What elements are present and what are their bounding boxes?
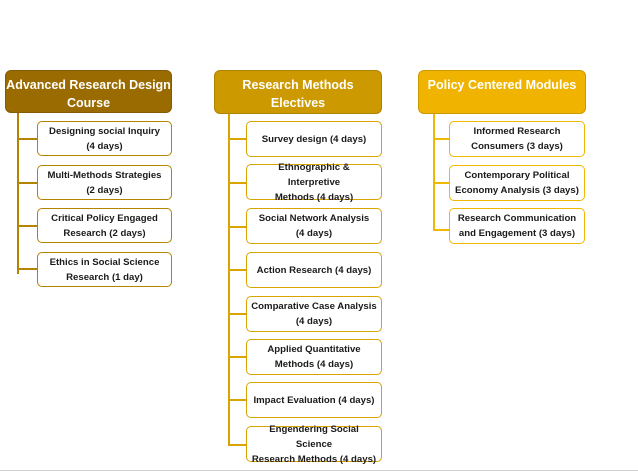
module-node: Informed Research Consumers (3 days) <box>449 121 585 157</box>
connector-branch <box>228 444 246 446</box>
module-node: Ethnographic & Interpretive Methods (4 d… <box>246 162 382 203</box>
connector-branch <box>228 399 246 401</box>
bottom-divider <box>0 470 638 471</box>
module-node: Engendering Social Science Research Meth… <box>246 424 382 465</box>
module-node: Action Research (4 days) <box>246 252 382 288</box>
module-node: Designing social Inquiry (4 days) <box>37 121 172 156</box>
module-node: Impact Evaluation (4 days) <box>246 382 382 418</box>
connector-branch <box>228 182 246 184</box>
connector-branch <box>17 225 37 227</box>
connector-branch <box>17 268 37 270</box>
module-node: Critical Policy Engaged Research (2 days… <box>37 208 172 243</box>
connector-branch <box>228 269 246 271</box>
connector-branch <box>228 313 246 315</box>
connector-vertical <box>228 114 230 446</box>
connector-vertical <box>433 114 435 231</box>
connector-vertical <box>17 113 19 274</box>
connector-branch <box>17 182 37 184</box>
header-policy-centered-modules: Policy Centered Modules <box>418 70 586 114</box>
header-advanced-research-design: Advanced Research Design Course <box>5 70 172 113</box>
connector-branch <box>228 356 246 358</box>
connector-branch <box>228 138 246 140</box>
header-research-methods-electives: Research Methods Electives <box>214 70 382 114</box>
connector-branch <box>228 226 246 228</box>
connector-branch <box>433 182 449 184</box>
connector-branch <box>17 138 37 140</box>
module-node: Survey design (4 days) <box>246 121 382 157</box>
module-node: Research Communication and Engagement (3… <box>449 208 585 244</box>
connector-branch <box>433 138 449 140</box>
module-node: Multi-Methods Strategies (2 days) <box>37 165 172 200</box>
module-node: Contemporary Political Economy Analysis … <box>449 165 585 201</box>
module-node: Comparative Case Analysis (4 days) <box>246 296 382 332</box>
module-node: Social Network Analysis (4 days) <box>246 208 382 244</box>
connector-branch <box>433 229 449 231</box>
module-node: Applied Quantitative Methods (4 days) <box>246 339 382 375</box>
module-node: Ethics in Social Science Research (1 day… <box>37 252 172 287</box>
